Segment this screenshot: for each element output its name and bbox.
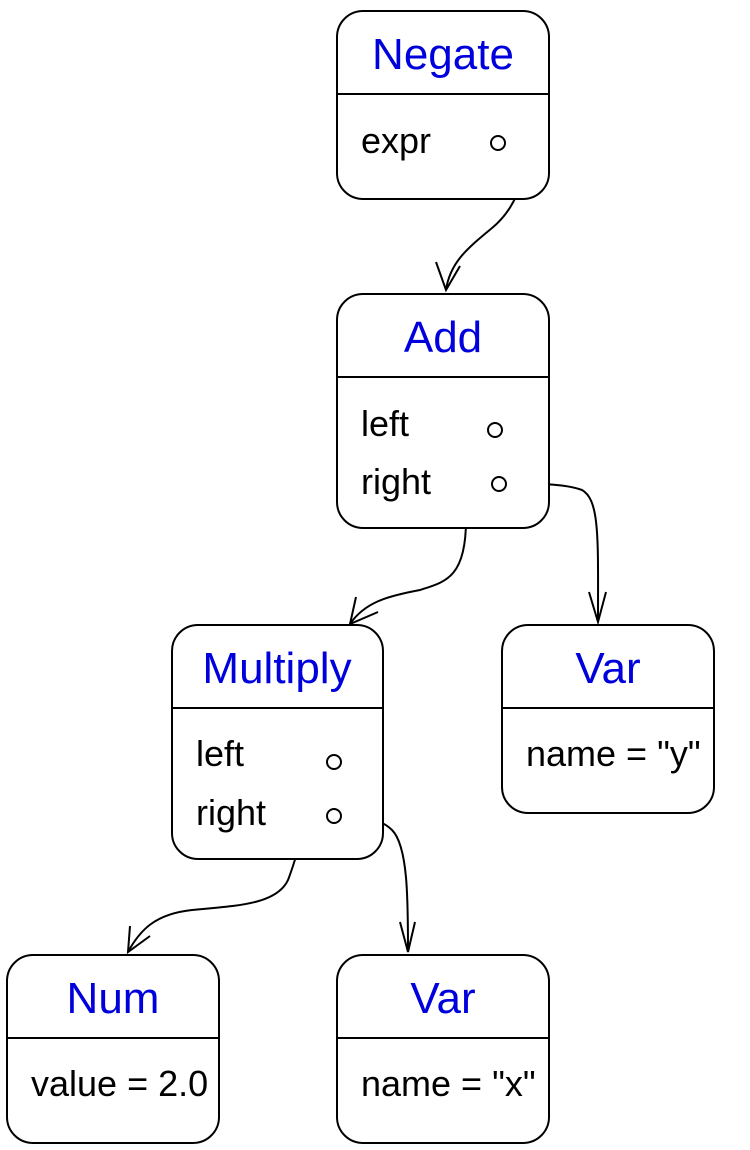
node-add: Add left right — [336, 293, 550, 529]
node-multiply-title: Multiply — [202, 644, 351, 693]
node-var-x-title: Var — [410, 974, 475, 1023]
node-negate-title: Negate — [372, 30, 514, 79]
node-multiply: Multiply left right — [171, 624, 384, 860]
node-var-y-field-name: name = "y" — [526, 733, 701, 774]
node-var-y-title: Var — [575, 644, 640, 693]
node-num-title: Num — [67, 974, 160, 1023]
node-negate-field-expr: expr — [361, 120, 431, 161]
node-var-x-field-name: name = "x" — [361, 1063, 536, 1104]
node-multiply-field-right: right — [196, 792, 266, 833]
node-negate-expr-port — [490, 135, 506, 151]
node-num-field-value: value = 2.0 — [31, 1063, 208, 1104]
node-multiply-left-port — [326, 754, 342, 770]
node-negate: Negate expr — [336, 10, 550, 200]
node-multiply-field-left: left — [196, 733, 244, 774]
node-add-right-port — [491, 476, 507, 492]
node-add-field-left: left — [361, 403, 409, 444]
node-var-x: Var name = "x" — [336, 954, 550, 1144]
node-add-left-port — [487, 422, 503, 438]
node-num: Num value = 2.0 — [6, 954, 220, 1144]
node-var-y: Var name = "y" — [501, 624, 715, 814]
node-multiply-right-port — [326, 808, 342, 824]
node-add-field-right: right — [361, 461, 431, 502]
node-add-title: Add — [404, 313, 482, 362]
